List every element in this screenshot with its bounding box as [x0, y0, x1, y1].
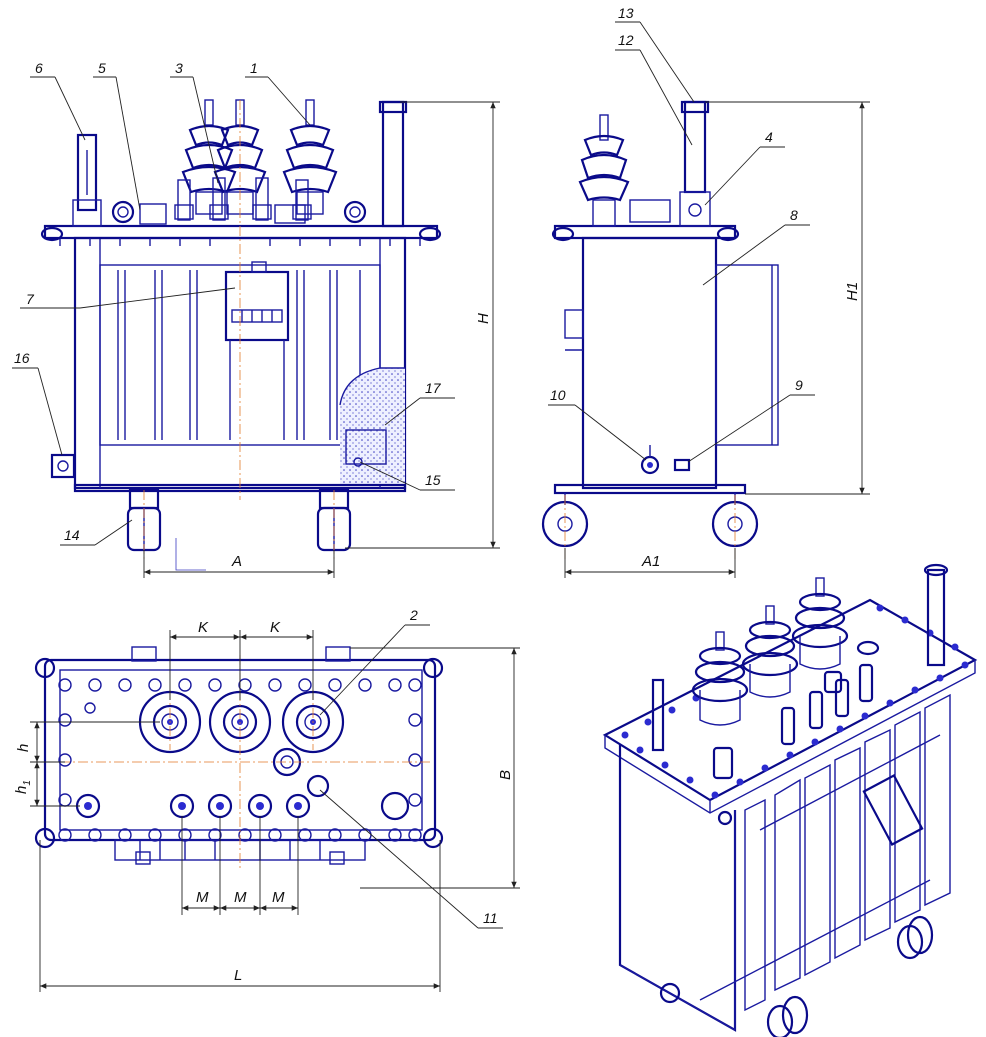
callout-13: 13: [618, 5, 634, 21]
dim-L: L: [234, 967, 242, 984]
dim-h1: h1: [13, 780, 33, 794]
front-cover: [43, 224, 439, 240]
iso-cover-bolts: [621, 604, 969, 799]
iso-nameplate: [862, 774, 924, 846]
dim-B: B: [497, 770, 514, 780]
callout-labels: 1 2 3 4 5 6 7 8 9 10 11 12 13 14 15 16 1…: [14, 5, 803, 926]
callout-1: 1: [250, 60, 258, 76]
top-hv-bushings: [138, 690, 345, 754]
callout-8: 8: [790, 207, 798, 223]
front-breather: [76, 133, 98, 212]
top-dimensions: K K B h h1 M M M L: [13, 619, 520, 992]
callout-3: 3: [175, 60, 183, 76]
callout-10: 10: [550, 387, 566, 403]
iso-vent-pipe: [926, 568, 946, 667]
front-oil-section: [340, 368, 405, 486]
front-view: [40, 99, 442, 571]
top-view: [34, 646, 444, 870]
callout-16: 16: [14, 350, 30, 366]
iso-radiator-fins: [744, 693, 951, 1012]
callout-9: 9: [795, 377, 803, 393]
callout-7: 7: [26, 291, 35, 307]
callout-5: 5: [98, 60, 106, 76]
callout-17: 17: [425, 380, 442, 396]
top-lv-bushings: [75, 793, 311, 819]
callout-4: 4: [765, 129, 773, 145]
front-lv-bushings: [139, 177, 312, 225]
callout-leaders: [12, 21, 815, 929]
side-valve-9: [673, 458, 691, 472]
side-vent-pipe: [683, 100, 707, 194]
front-hv-bushings: [181, 99, 338, 215]
side-radiator: [715, 264, 779, 446]
dim-M-3: M: [272, 889, 285, 906]
callout-6: 6: [35, 60, 43, 76]
front-drain-valve: [50, 453, 76, 479]
iso-lv-bushings: [780, 663, 874, 746]
dim-A1: A1: [641, 553, 660, 570]
dim-M-2: M: [234, 889, 247, 906]
iso-wheels: [699, 879, 934, 1037]
dim-K-left: K: [198, 619, 209, 636]
side-dimensions: H1 A1: [564, 101, 870, 578]
dim-M-1: M: [196, 889, 209, 906]
dim-A: A: [231, 553, 242, 570]
callout-12: 12: [618, 32, 634, 48]
callout-11: 11: [483, 910, 498, 926]
dim-H1: H1: [844, 282, 861, 301]
front-nameplate: [224, 270, 290, 342]
callout-2: 2: [409, 607, 418, 623]
dim-K-right: K: [270, 619, 281, 636]
dim-H: H: [475, 313, 492, 324]
callout-14: 14: [64, 527, 80, 543]
iso-hv-bushings: [691, 577, 849, 726]
side-view: [541, 100, 779, 560]
front-vent-pipe: [381, 100, 405, 228]
iso-breather: [651, 678, 665, 752]
side-cover: [553, 224, 737, 240]
front-radiator-fins: [117, 270, 361, 440]
dim-h: h: [15, 744, 32, 752]
front-dimensions: H A: [143, 101, 500, 578]
front-wheels: [126, 488, 352, 552]
isometric-view: [602, 563, 978, 1037]
callout-15: 15: [425, 472, 441, 488]
